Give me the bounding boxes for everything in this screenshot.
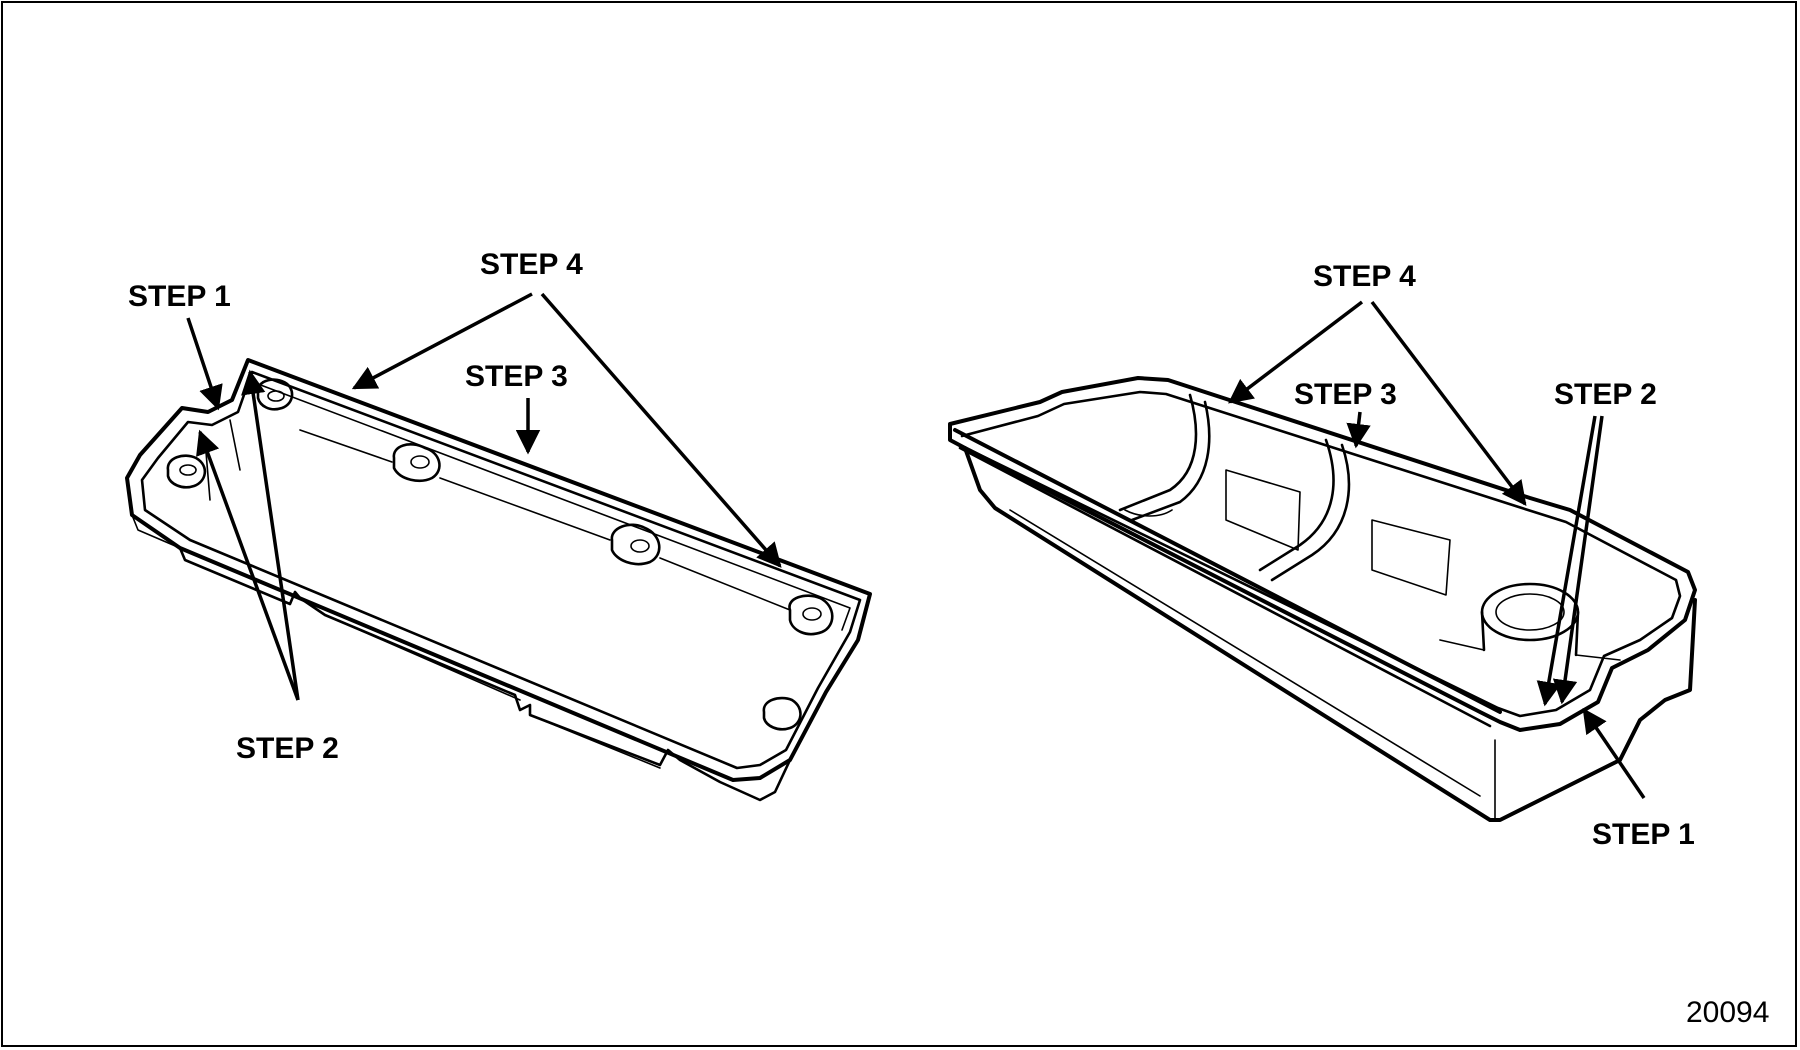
left-step1-label: STEP 1 — [128, 280, 231, 313]
right-step4-label: STEP 4 — [1313, 260, 1416, 293]
right-pan-drawing — [948, 376, 1697, 822]
left-step3-label: STEP 3 — [465, 360, 568, 393]
right-leader-arrows — [1228, 300, 1646, 799]
right-step3-label: STEP 3 — [1294, 378, 1397, 411]
left-step4-label: STEP 4 — [480, 248, 583, 281]
right-step2-label: STEP 2 — [1554, 378, 1657, 411]
right-step1-label: STEP 1 — [1592, 818, 1695, 851]
left-leader-arrows — [186, 292, 782, 701]
figure-number: 20094 — [1686, 996, 1769, 1029]
left-step2-label: STEP 2 — [236, 732, 339, 765]
left-cover-drawing — [125, 358, 872, 802]
